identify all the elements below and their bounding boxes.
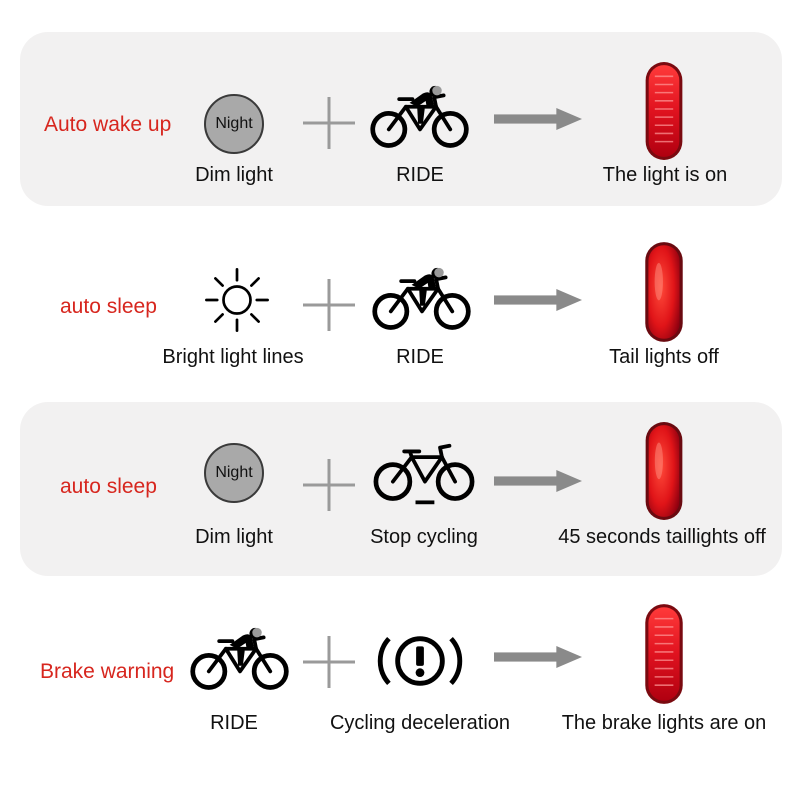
condition-caption: Bright light lines [162, 346, 304, 368]
condition-caption: Dim light [195, 164, 273, 186]
cyclist-icon [188, 624, 292, 698]
result-caption: 45 seconds taillights off [558, 526, 766, 548]
arrow-icon [492, 108, 584, 130]
night-icon: Night [204, 94, 264, 154]
arrow-icon [492, 646, 584, 668]
condition-caption: Dim light [195, 526, 273, 548]
taillight-off-icon [643, 420, 685, 522]
plus-icon [299, 632, 359, 692]
action-caption: Stop cycling [370, 526, 478, 548]
night-icon: Night [204, 443, 264, 503]
arrow-icon [492, 470, 584, 492]
row-label: auto sleep [60, 475, 157, 498]
taillight-on-icon [643, 60, 685, 162]
taillight-off-icon [643, 240, 685, 344]
brake-warning-icon [371, 627, 469, 695]
arrow-icon [492, 289, 584, 311]
action-caption: RIDE [396, 346, 444, 368]
taillight-on-icon [643, 602, 685, 706]
row-label: auto sleep [60, 295, 157, 318]
plus-icon [299, 275, 359, 335]
night-label: Night [215, 464, 253, 481]
row-label: Brake warning [40, 660, 175, 683]
action-caption: Cycling deceleration [329, 712, 511, 734]
result-caption: The light is on [602, 164, 728, 186]
bicycle-icon [372, 442, 476, 508]
result-caption: Tail lights off [609, 346, 719, 368]
result-caption: The brake lights are on [561, 712, 767, 734]
row-label: Auto wake up [44, 113, 172, 136]
cyclist-icon [368, 82, 472, 156]
sun-icon [201, 264, 273, 336]
condition-caption: RIDE [210, 712, 258, 734]
action-caption: RIDE [396, 164, 444, 186]
cyclist-icon [370, 264, 474, 338]
plus-icon [299, 455, 359, 515]
plus-icon [299, 93, 359, 153]
night-label: Night [215, 115, 253, 132]
